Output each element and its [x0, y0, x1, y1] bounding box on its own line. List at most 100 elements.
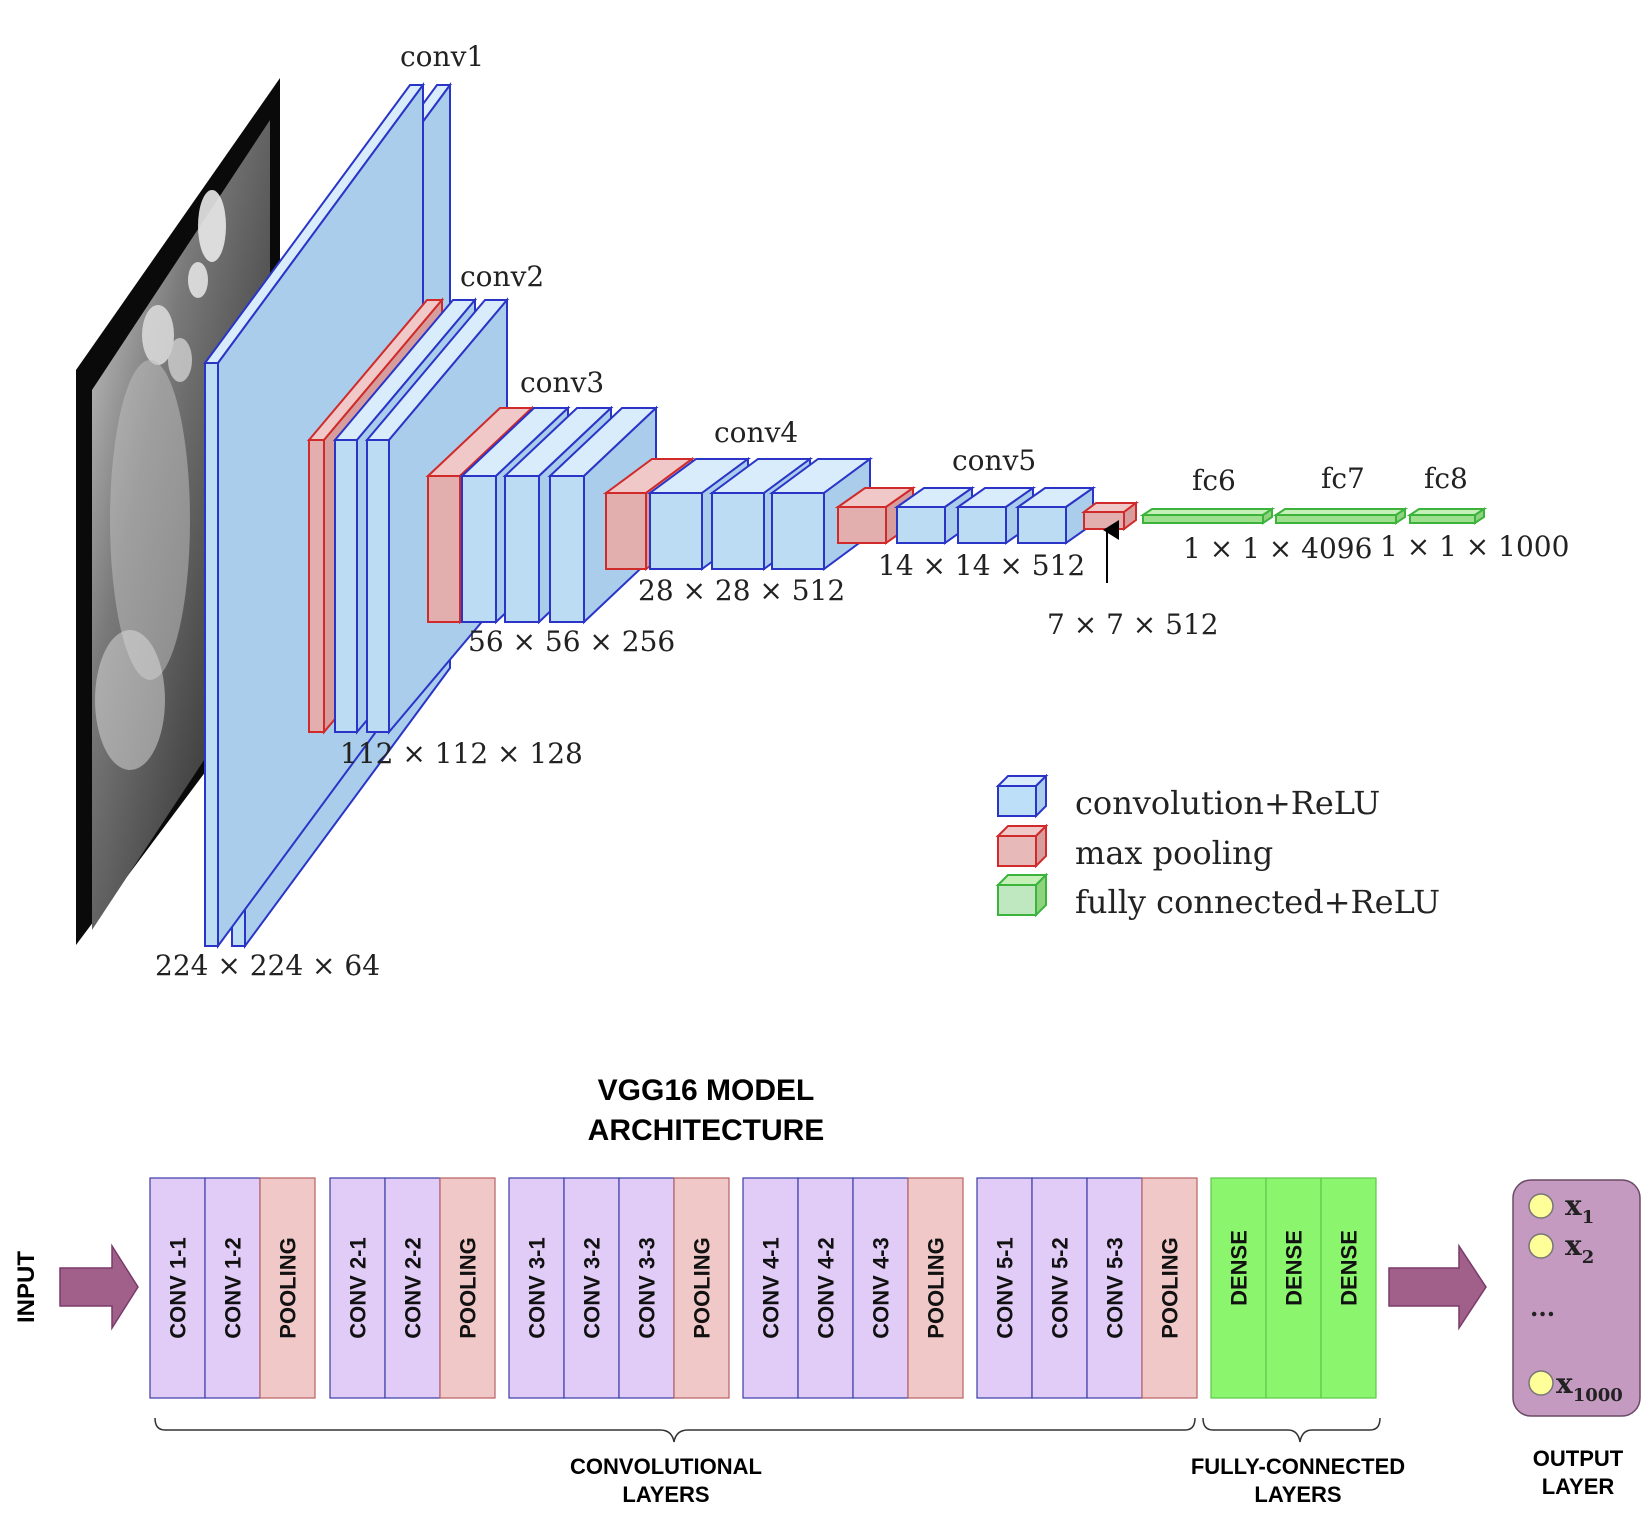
- column-label: CONV 4-1: [759, 1237, 784, 1338]
- output-x1: x1: [1565, 1189, 1594, 1228]
- column-rect: [149, 1177, 206, 1399]
- dim-7: 7 × 7 × 512: [1047, 608, 1219, 641]
- legend-label: max pooling: [1075, 834, 1273, 872]
- column-rect: [1031, 1177, 1088, 1399]
- conv-column: CONV 3-3: [618, 1177, 675, 1399]
- pooling-column: POOLING: [1141, 1177, 1198, 1399]
- output-layer-label-1: OUTPUT: [1533, 1446, 1624, 1471]
- column-label: CONV 5-1: [993, 1237, 1018, 1338]
- column-rect: [1086, 1177, 1143, 1399]
- column-label: CONV 4-2: [814, 1237, 839, 1338]
- column-label: CONV 3-1: [525, 1237, 550, 1338]
- conv-column: CONV 5-3: [1086, 1177, 1143, 1399]
- column-label: POOLING: [456, 1237, 481, 1338]
- column-label: POOLING: [924, 1237, 949, 1338]
- conv-column: CONV 5-1: [976, 1177, 1033, 1399]
- column-label: CONV 2-2: [401, 1237, 426, 1338]
- brace-fully-connected: [1202, 1417, 1381, 1443]
- column-label: POOLING: [690, 1237, 715, 1338]
- output-ellipsis: ...: [1530, 1293, 1555, 1322]
- conv-column: CONV 1-1: [149, 1177, 206, 1399]
- legend: convolution+ReLU max pooling fully connect…: [995, 773, 1440, 921]
- title-line-1: VGG16 MODEL: [598, 1074, 815, 1107]
- legend-swatch: [997, 884, 1037, 916]
- fc6-block: [1139, 507, 1276, 525]
- output-layer: x1 x2 ... x1000: [1512, 1179, 1641, 1417]
- legend-swatch: [997, 835, 1037, 867]
- label-fc6: fc6: [1192, 464, 1236, 497]
- dense-column: DENSE: [1265, 1177, 1322, 1399]
- label-conv5: conv5: [952, 444, 1036, 477]
- column-rect: [673, 1177, 730, 1399]
- dim-56: 56 × 56 × 256: [468, 625, 675, 658]
- pool5-block: [1081, 501, 1139, 531]
- column-rect: [618, 1177, 675, 1399]
- conv-column: CONV 3-1: [508, 1177, 565, 1399]
- layer-columns: CONV 1-1 CONV 1-2 POOLING CONV 2-1 CONV 2-2 P…: [149, 1177, 1377, 1399]
- conv-column: CONV 1-2: [204, 1177, 261, 1399]
- conv-column: CONV 3-2: [563, 1177, 620, 1399]
- output-node-1: [1528, 1193, 1554, 1219]
- output-layer-label-2: LAYER: [1542, 1474, 1615, 1499]
- output-node-2: [1528, 1233, 1554, 1259]
- dim-224: 224 × 224 × 64: [155, 949, 380, 982]
- fc8-block: [1406, 507, 1488, 525]
- column-rect: [384, 1177, 441, 1399]
- layer-blocks: [203, 81, 1488, 950]
- title-line-2: ARCHITECTURE: [588, 1114, 825, 1147]
- column-label: CONV 3-3: [635, 1237, 660, 1338]
- legend-label: convolution+ReLU: [1075, 784, 1380, 822]
- column-rect: [852, 1177, 909, 1399]
- legend-item-conv: convolution+ReLU: [995, 773, 1380, 822]
- conv-column: CONV 2-1: [329, 1177, 386, 1399]
- dim-28: 28 × 28 × 512: [638, 574, 845, 607]
- dense-column: DENSE: [1320, 1177, 1377, 1399]
- output-x1000: x1000: [1556, 1367, 1623, 1406]
- column-label: CONV 5-3: [1103, 1237, 1128, 1338]
- label-conv3: conv3: [520, 366, 604, 399]
- column-rect: [907, 1177, 964, 1399]
- column-rect: [439, 1177, 496, 1399]
- column-rect: [1141, 1177, 1198, 1399]
- dim-14: 14 × 14 × 512: [878, 549, 1085, 582]
- fc7-block: [1272, 507, 1409, 525]
- column-label: CONV 2-1: [346, 1237, 371, 1338]
- label-fc8: fc8: [1424, 462, 1468, 495]
- column-label: CONV 1-1: [166, 1237, 191, 1338]
- legend-item-fc: fully connected+ReLU: [995, 872, 1440, 921]
- column-label: CONV 4-3: [869, 1237, 894, 1338]
- conv-layers-label-2: LAYERS: [622, 1482, 709, 1507]
- dim-112: 112 × 112 × 128: [340, 737, 583, 770]
- pooling-column: POOLING: [907, 1177, 964, 1399]
- dense-column: DENSE: [1210, 1177, 1267, 1399]
- legend-label: fully connected+ReLU: [1075, 883, 1440, 921]
- pooling-column: POOLING: [673, 1177, 730, 1399]
- column-label: CONV 3-2: [580, 1237, 605, 1338]
- column-label: POOLING: [1158, 1237, 1183, 1338]
- column-label: DENSE: [1337, 1230, 1362, 1306]
- column-rect: [797, 1177, 854, 1399]
- legend-item-pool: max pooling: [995, 823, 1273, 872]
- conv-column: CONV 4-3: [852, 1177, 909, 1399]
- dim-4096: 1 × 1 × 4096: [1183, 532, 1372, 565]
- brace-convolutional: [154, 1417, 1196, 1443]
- top-architecture: conv1 conv2 conv3 conv4 conv5 fc6 fc7 fc…: [76, 40, 1569, 982]
- conv-column: CONV 5-2: [1031, 1177, 1088, 1399]
- column-label: CONV 1-2: [221, 1237, 246, 1338]
- column-rect: [976, 1177, 1033, 1399]
- column-rect: [204, 1177, 261, 1399]
- input-arrow: [59, 1243, 139, 1331]
- conv-column: CONV 4-1: [742, 1177, 799, 1399]
- column-label: DENSE: [1282, 1230, 1307, 1306]
- output-x2: x2: [1565, 1229, 1594, 1268]
- column-rect: [1320, 1177, 1377, 1399]
- legend-swatch: [997, 785, 1037, 817]
- output-node-n: [1528, 1370, 1554, 1396]
- fc-layers-label-2: LAYERS: [1254, 1482, 1341, 1507]
- conv-layers-label-1: CONVOLUTIONAL: [570, 1454, 762, 1479]
- output-arrow: [1388, 1243, 1487, 1331]
- pooling-column: POOLING: [259, 1177, 316, 1399]
- pooling-column: POOLING: [439, 1177, 496, 1399]
